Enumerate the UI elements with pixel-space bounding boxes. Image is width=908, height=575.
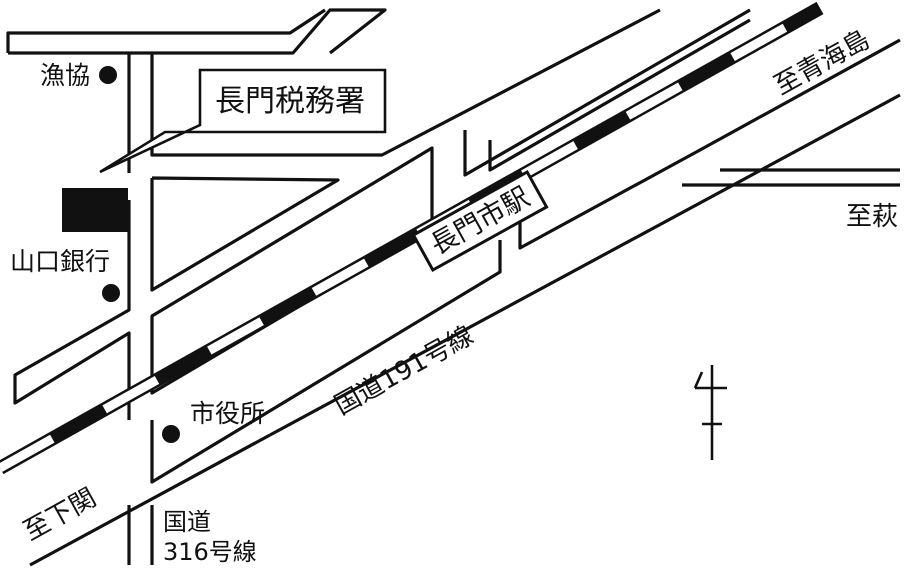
railway-dash — [0, 4, 823, 472]
direction-shimonoseki-label: 至下関 — [19, 483, 102, 547]
tax-office-building — [62, 188, 128, 232]
callout-bubble — [99, 68, 387, 174]
road-top-left-lower — [6, 8, 326, 53]
city-hall-label: 市役所 — [190, 399, 265, 428]
tax-office-label: 長門税務署 — [215, 84, 365, 119]
block-ne-edge — [488, 18, 751, 172]
road-left-vertical-lower-w — [13, 200, 131, 420]
block-north-east — [463, 8, 751, 177]
route-191-north-edge — [269, 93, 901, 437]
block-east — [518, 38, 901, 250]
route-191-south-edge — [29, 433, 271, 567]
station-frame — [411, 169, 549, 273]
yamaguchi-bank-marker — [102, 284, 120, 302]
route-316-label-line1: 国道 — [163, 508, 211, 536]
yamaguchi-bank-label: 山口銀行 — [10, 247, 110, 276]
city-hall-marker — [162, 425, 180, 443]
railway — [0, 1, 824, 475]
direction-hagi-label: 至萩 — [846, 202, 898, 232]
tax-office-callout: 長門税務署 — [99, 68, 387, 174]
road-network — [6, 8, 901, 567]
route-316-label-line2: 316号線 — [163, 538, 257, 566]
road-left-vertical — [150, 8, 661, 157]
block-station-south — [150, 240, 502, 484]
road-top-left — [8, 8, 387, 55]
route-191-label: 国道191号線 — [330, 321, 479, 422]
fisheries-coop-marker — [99, 66, 117, 84]
fisheries-coop-label: 漁協 — [40, 61, 90, 90]
north-arrow-icon — [693, 365, 727, 460]
road-left-vertical-lower-e — [150, 176, 340, 292]
